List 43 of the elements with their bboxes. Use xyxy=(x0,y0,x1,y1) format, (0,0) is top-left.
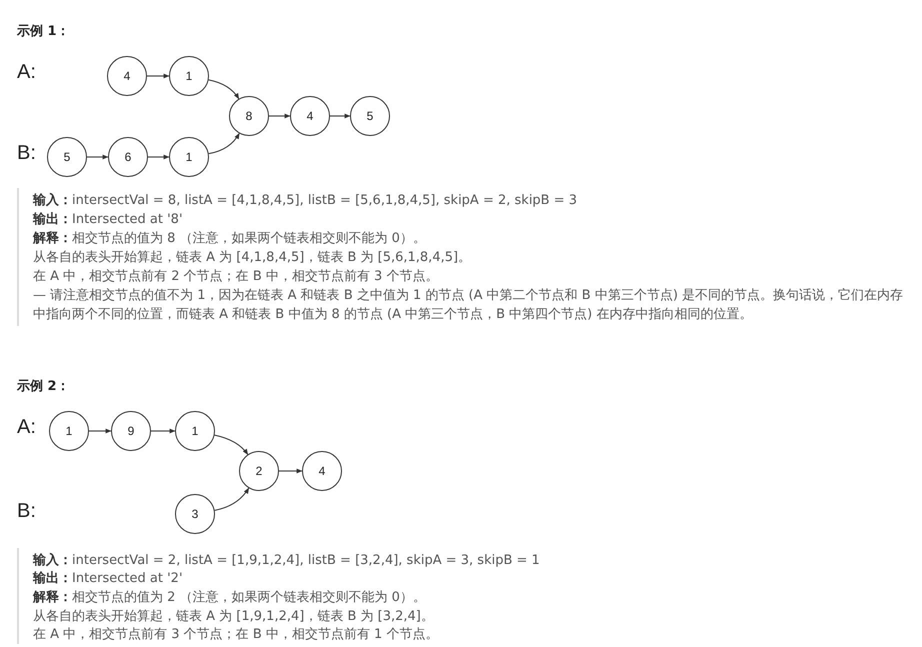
explanation-text: 输入：intersectVal = 2, listA = [1,9,1,2,4], listB = [3,2,4], skipA = 3, skipB = 1 xyxy=(33,552,540,570)
arrow xyxy=(86,154,109,160)
list-node-circle: 1 xyxy=(49,411,89,451)
list-node-circle: 1 xyxy=(169,137,209,177)
arrow xyxy=(214,488,250,511)
explanation-text: — 请注意相交节点的值不为 1，因为在链表 A 和链表 B 之中值为 1 的节点 (A 中第二个节点和 B 中第三个节点) 是不同的节点。换句话说，它们在内存中指向两个不同的位置，而链表 A 和链表 B 中值为 8 的节点 (A 中第三个节点，B 中第四个节点) 在内存中指向相同的位置。 xyxy=(33,287,904,324)
list-name: A: xyxy=(17,63,36,82)
list-name: B: xyxy=(17,144,36,163)
list-node-circle: 5 xyxy=(47,137,87,177)
explanation-text: 解释：相交节点的值为 2 （注意，如果两个链表相交则不能为 0）。 xyxy=(33,589,426,607)
list-node-circle: 3 xyxy=(175,494,215,534)
arrow xyxy=(208,132,240,154)
list-node-circle: 1 xyxy=(175,411,215,451)
explanation-text: 输入：intersectVal = 8, listA = [4,1,8,4,5], listB = [5,6,1,8,4,5], skipA = 2, skipB = 3 xyxy=(33,192,578,210)
list-node-circle: 4 xyxy=(290,96,330,136)
arrow xyxy=(150,428,176,434)
list-node-circle: 1 xyxy=(169,56,209,96)
arrow xyxy=(268,114,291,118)
explanation-text: 在 A 中，相交节点前有 2 个节点；在 B 中，相交节点前有 3 个节点。 xyxy=(33,268,438,286)
explanation-text: 输出：Intersected at '2' xyxy=(33,570,183,588)
arrow xyxy=(278,468,303,474)
list-name: B: xyxy=(17,502,36,521)
list-node-circle: 9 xyxy=(111,411,151,451)
example-heading: 示例 1： xyxy=(17,23,70,41)
example-heading: 示例 2： xyxy=(17,378,70,396)
list-name: A: xyxy=(17,418,36,437)
explanation-text: 输出：Intersected at '8' xyxy=(33,211,183,229)
arrow xyxy=(146,74,170,78)
explanation-text: 从各自的表头开始算起，链表 A 为 [1,9,1,2,4]，链表 B 为 [3,2,4]。 xyxy=(33,608,434,626)
list-node-circle: 4 xyxy=(302,451,342,491)
list-node-circle: 6 xyxy=(108,137,148,177)
list-node-circle: 5 xyxy=(350,96,390,136)
arrow xyxy=(208,79,240,100)
explanation-text: 在 A 中，相交节点前有 3 个节点；在 B 中，相交节点前有 1 个节点。 xyxy=(33,626,438,644)
list-node-circle: 8 xyxy=(229,96,269,136)
arrow xyxy=(330,114,351,118)
list-node-circle: 4 xyxy=(107,56,147,96)
list-node-circle: 2 xyxy=(239,451,279,491)
explanation-text: 解释：相交节点的值为 8 （注意，如果两个链表相交则不能为 0）。 xyxy=(33,230,426,248)
explanation-text: 从各自的表头开始算起，链表 A 为 [4,1,8,4,5]，链表 B 为 [5,6,1,8,4,5]。 xyxy=(33,249,472,267)
arrow xyxy=(88,428,112,434)
arrow xyxy=(214,434,248,455)
arrow xyxy=(148,154,170,160)
